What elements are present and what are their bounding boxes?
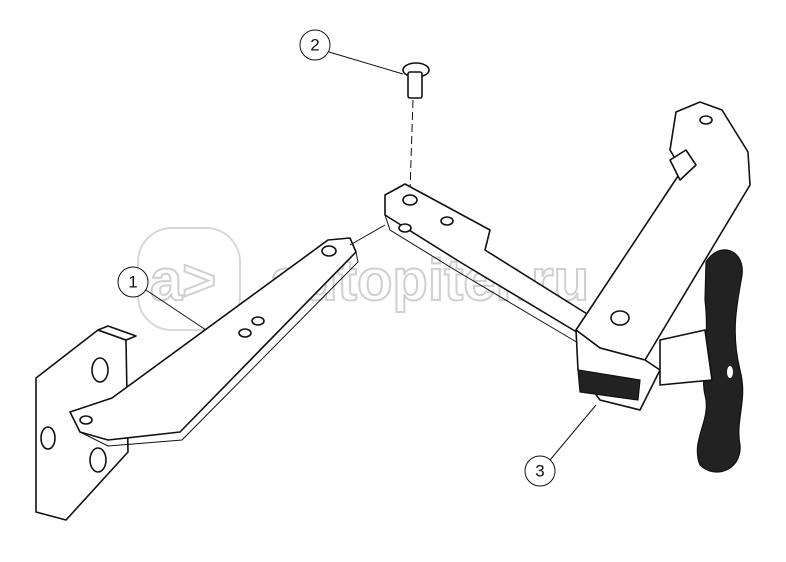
rivet: [402, 62, 430, 191]
callout-2: 2: [299, 29, 404, 75]
callout-1: 1: [117, 266, 207, 331]
callout-3: 3: [524, 404, 597, 487]
handle-body: [575, 101, 751, 411]
upper-link: [349, 183, 601, 351]
svg-text:2: 2: [310, 36, 319, 55]
lower-arm: [69, 237, 359, 447]
svg-text:a>: a>: [150, 248, 216, 313]
t-handle: [659, 249, 744, 473]
svg-text:1: 1: [128, 273, 137, 292]
svg-text:3: 3: [535, 462, 544, 481]
